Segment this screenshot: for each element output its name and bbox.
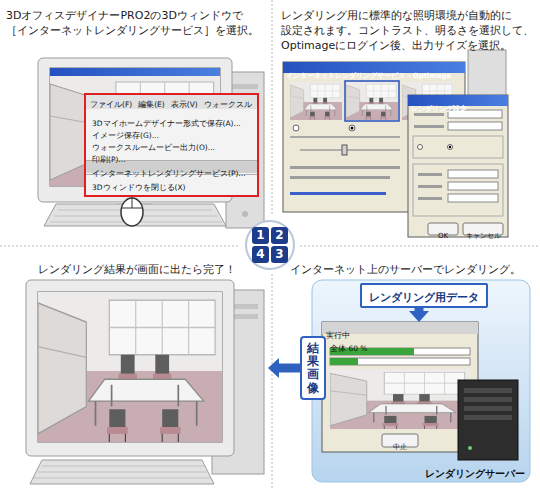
step-number-box: 3 bbox=[271, 246, 288, 263]
dialog-window: インターネットレンダリングサービス - Optimage bbox=[283, 62, 465, 212]
step-panel: レンダリング結果が画面に出たら完了！ bbox=[0, 250, 268, 490]
button-label: OK bbox=[438, 230, 448, 242]
text-holder: レンダリング用に標準的な照明環境が自動的に 設定されます。コントラスト、明るさを… bbox=[281, 8, 537, 53]
menu-item: 3Dマイホームデザイナー形式で保存(A)... bbox=[92, 118, 241, 130]
text-holder: 表示(V) bbox=[171, 92, 198, 112]
progress-dialog: 実行中全体 60 % 中止 bbox=[322, 322, 478, 452]
text-holder: 3DオフィスデザイナーPRO2の3Dウィンドウで ［インターネットレンダリングサ… bbox=[6, 8, 266, 38]
arrow-head bbox=[409, 311, 429, 322]
text-holder: レンダリングサーバー bbox=[420, 462, 530, 481]
result-computer bbox=[26, 280, 264, 484]
dialog-window: レンダリング設定OKキャンセル bbox=[408, 95, 508, 237]
step-panel: 3DオフィスデザイナーPRO2の3Dウィンドウで ［インターネットレンダリングサ… bbox=[0, 0, 268, 242]
menu-title: 表示(V) bbox=[171, 98, 198, 112]
server-box: レンダリングサーバー bbox=[420, 378, 530, 480]
dialog-title: レンダリング設定 bbox=[411, 104, 467, 114]
menu-item: 3Dウィンドウを閉じる(X) bbox=[92, 182, 186, 194]
step-number: 4 bbox=[252, 246, 269, 263]
server-label: レンダリングサーバー bbox=[425, 467, 525, 481]
text-holder: レンダリング用データ bbox=[362, 286, 486, 305]
menu-bar: ファイル(F) 編集(E) 表示(V) ウォークスル bbox=[86, 95, 257, 109]
progress-text: 全体 60 % bbox=[330, 344, 367, 354]
dialog-title: 実行中 bbox=[326, 330, 350, 341]
text-holder: 中止 bbox=[382, 434, 418, 453]
step-badge bbox=[246, 221, 294, 269]
dialog-screenshots bbox=[283, 50, 508, 237]
menu-item: インターネットレンダリングサービス(P)... bbox=[92, 168, 246, 180]
text-holder: ウォークスル bbox=[204, 92, 252, 112]
text-holder: レンダリング設定 bbox=[411, 96, 467, 115]
arrow-body bbox=[415, 308, 424, 311]
arrow-head bbox=[268, 358, 279, 378]
step-number: 2 bbox=[271, 227, 288, 244]
step-panel: レンダリング用に標準的な照明環境が自動的に 設定されます。コントラスト、明るさを… bbox=[276, 0, 540, 242]
step-number: 3 bbox=[271, 246, 288, 263]
menu-item: イメージ保存(G)... bbox=[92, 130, 159, 142]
text-holder: 3Dマイホームデザイナー形式で保存(A)... bbox=[86, 111, 257, 123]
text-holder: インターネット上のサーバーでレンダリング。 bbox=[290, 262, 536, 277]
menu-title: 編集(E) bbox=[138, 98, 165, 112]
menu-item: ウォークスルームービー出力(O)... bbox=[92, 142, 215, 154]
text-holder: ファイル(F) bbox=[90, 92, 132, 112]
step-panel: インターネット上のサーバーでレンダリング。レンダリング用データ結果画像実行中全体… bbox=[276, 250, 540, 490]
step-number-box: 4 bbox=[252, 246, 269, 263]
step-heading: レンダリング結果が画面に出たら完了！ bbox=[14, 262, 260, 277]
step-number-box: 1 bbox=[252, 227, 269, 244]
computer-illustration bbox=[38, 58, 264, 228]
button-label: 中止 bbox=[393, 441, 407, 453]
menu-title: ウォークスル bbox=[204, 98, 252, 112]
text-holder: キャンセル bbox=[463, 223, 503, 242]
arrow-body bbox=[279, 364, 300, 373]
flow-arrow bbox=[409, 308, 429, 322]
step-number-box: 2 bbox=[271, 227, 288, 244]
step-heading: インターネット上のサーバーでレンダリング。 bbox=[290, 262, 536, 277]
result-label: 結果画像 bbox=[307, 342, 319, 395]
step-number: 1 bbox=[252, 227, 269, 244]
text-holder: 実行中 bbox=[326, 323, 350, 342]
context-menu: ファイル(F)編集(E)表示(V)ウォークスル3Dマイホームデザイナー形式で保存… bbox=[84, 93, 259, 197]
step-heading: 3DオフィスデザイナーPRO2の3Dウィンドウで ［インターネットレンダリングサ… bbox=[6, 8, 266, 38]
menu-title: ファイル(F) bbox=[90, 98, 132, 112]
text-holder: インターネットレンダリングサービス - Optimage bbox=[286, 63, 451, 82]
flow-arrow bbox=[268, 358, 300, 378]
menu-item: 印刷(P)... bbox=[92, 154, 126, 166]
data-label: レンダリング用データ bbox=[369, 290, 479, 305]
text-holder: レンダリング結果が画面に出たら完了！ bbox=[14, 262, 260, 277]
render-server-area bbox=[312, 280, 530, 482]
data-box: レンダリング用データ bbox=[360, 283, 488, 308]
text-holder: OK bbox=[428, 223, 458, 242]
text-holder: 編集(E) bbox=[138, 92, 165, 112]
text-holder: 結果画像 bbox=[302, 342, 324, 395]
dialog-title: インターネットレンダリングサービス - Optimage bbox=[286, 71, 451, 81]
step-heading: レンダリング用に標準的な照明環境が自動的に 設定されます。コントラスト、明るさを… bbox=[281, 8, 537, 53]
button-label: キャンセル bbox=[466, 230, 501, 242]
result-box: 結果画像 bbox=[300, 336, 326, 400]
